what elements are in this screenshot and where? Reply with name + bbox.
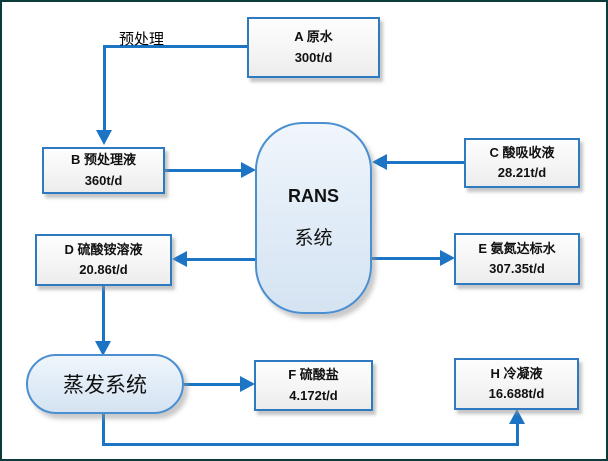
node-evaporation-system: 蒸发系统 [26, 354, 184, 414]
node-h-value: 16.688t/d [488, 386, 545, 401]
node-h-label: H 冷凝液 [490, 365, 543, 381]
arrowhead-into-e [440, 250, 455, 266]
evaporation-label: 蒸发系统 [63, 374, 147, 397]
node-rans-system: RANS 系统 [255, 122, 372, 314]
node-e-label: E 氨氮达标水 [478, 240, 556, 256]
edge-evaporation-to-h-vline1 [102, 414, 105, 446]
node-f-label: F 硫酸盐 [288, 367, 339, 383]
node-d-ammonium-sulfate-solution: D 硫酸铵溶液 20.86t/d [35, 234, 172, 286]
rans-title: RANS [287, 186, 339, 206]
node-d-label: D 硫酸铵溶液 [64, 241, 143, 257]
edge-rans-to-d-line [186, 258, 255, 261]
edge-b-to-rans-line [165, 169, 242, 172]
node-c-value: 28.21t/d [497, 165, 547, 180]
edge-a-to-b-vline [103, 45, 106, 131]
node-f-sulfate: F 硫酸盐 4.172t/d [254, 360, 373, 411]
node-a-label: A 原水 [294, 29, 333, 45]
arrowhead-into-d [172, 251, 187, 267]
arrowhead-into-h [509, 409, 525, 424]
edge-evaporation-to-h-vline2 [516, 423, 519, 446]
node-a-raw-water: A 原水 300t/d [247, 17, 380, 78]
arrowhead-into-evaporation [95, 341, 111, 356]
node-c-label: C 酸吸收液 [489, 144, 555, 160]
arrowhead-into-b [96, 130, 112, 145]
arrowhead-into-rans-left [241, 162, 256, 178]
node-d-value: 20.86t/d [79, 262, 128, 277]
rans-subtitle: 系统 [294, 228, 333, 249]
edge-c-to-rans-line [386, 161, 464, 164]
arrowhead-into-rans-right [372, 154, 387, 170]
node-h-condensate: H 冷凝液 16.688t/d [454, 358, 579, 410]
node-b-label: B 预处理液 [70, 152, 136, 168]
edge-rans-to-e-line [372, 257, 441, 260]
node-b-value: 360t/d [84, 172, 123, 188]
edge-evaporation-to-h-hline [102, 443, 519, 446]
node-e-compliant-water: E 氨氮达标水 307.35t/d [454, 233, 580, 285]
edge-label-pretreatment: 预处理 [119, 31, 165, 48]
node-b-pretreated-liquid: B 预处理液 360t/d [42, 147, 165, 194]
edge-d-to-evaporation-line [102, 286, 105, 342]
edge-evaporation-to-f-line [184, 383, 241, 386]
node-f-value: 4.172t/d [289, 387, 338, 403]
arrowhead-into-f [240, 376, 255, 392]
edge-a-to-b-hline [103, 45, 248, 48]
node-c-acid-absorption-liquid: C 酸吸收液 28.21t/d [464, 138, 580, 188]
node-e-value: 307.35t/d [489, 261, 545, 276]
node-a-value: 300t/d [294, 49, 333, 65]
